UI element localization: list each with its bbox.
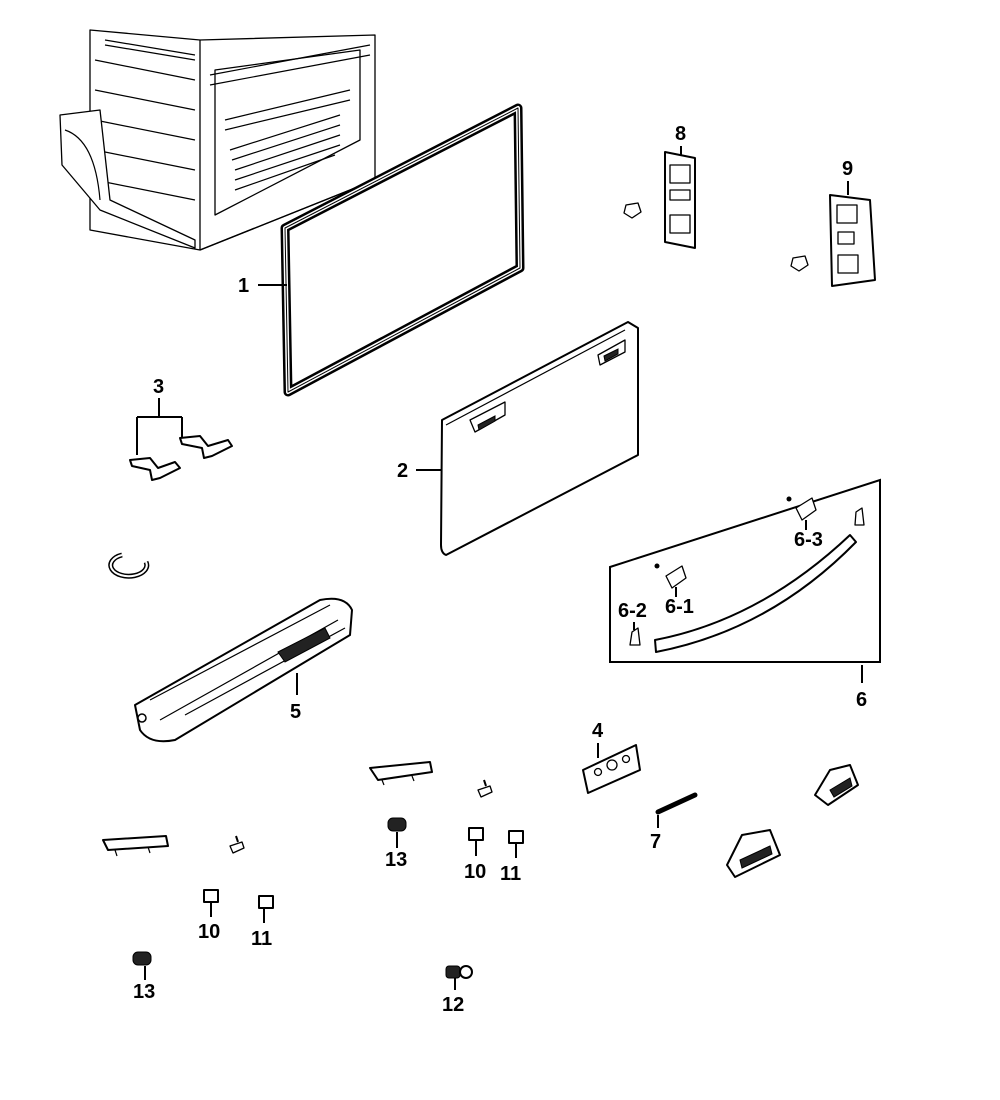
screw-left bbox=[229, 835, 245, 854]
cover-plate-center bbox=[369, 761, 433, 786]
latch-upper bbox=[814, 764, 859, 806]
latch-lower bbox=[726, 829, 781, 878]
callout-13-center: 13 bbox=[385, 849, 407, 871]
cap-10-left bbox=[203, 889, 219, 903]
callout-13-left: 13 bbox=[133, 981, 155, 1003]
callout-1: 1 bbox=[238, 275, 249, 297]
callout-6-2: 6-2 bbox=[618, 600, 647, 622]
callout-11-left: 11 bbox=[251, 928, 272, 950]
door-gasket bbox=[280, 103, 525, 397]
cap-11-left bbox=[258, 895, 274, 909]
retaining-clip bbox=[108, 552, 150, 579]
cap-11-center bbox=[508, 830, 524, 844]
pin-rod bbox=[655, 792, 698, 815]
mounting-plate bbox=[582, 744, 641, 794]
cover-plate-left bbox=[102, 835, 169, 857]
callout-10-left: 10 bbox=[198, 921, 220, 943]
bolt bbox=[445, 965, 473, 979]
callout-12: 12 bbox=[442, 994, 464, 1016]
handle-assembly bbox=[609, 478, 881, 663]
callout-2: 2 bbox=[397, 460, 408, 482]
callout-6-1: 6-1 bbox=[665, 596, 694, 618]
callout-10-center: 10 bbox=[464, 861, 486, 883]
callout-3: 3 bbox=[153, 376, 164, 398]
callout-7: 7 bbox=[650, 831, 661, 853]
callout-6-3: 6-3 bbox=[794, 529, 823, 551]
drawer-guard bbox=[134, 597, 353, 743]
callout-9: 9 bbox=[842, 158, 853, 180]
bracket-pair bbox=[129, 435, 233, 481]
cap-10-center bbox=[468, 827, 484, 841]
callout-5: 5 bbox=[290, 701, 301, 723]
spring-center bbox=[387, 817, 407, 832]
spring-left bbox=[132, 951, 152, 966]
callout-8: 8 bbox=[675, 123, 686, 145]
screw-center bbox=[477, 779, 493, 798]
freezer-cabinet bbox=[59, 29, 376, 251]
hinge-plate-right bbox=[790, 194, 876, 287]
door-panel bbox=[440, 321, 639, 556]
callout-6: 6 bbox=[856, 689, 867, 711]
callout-11-center: 11 bbox=[500, 863, 521, 885]
callout-4: 4 bbox=[592, 720, 604, 742]
hinge-plate-left bbox=[623, 151, 696, 249]
